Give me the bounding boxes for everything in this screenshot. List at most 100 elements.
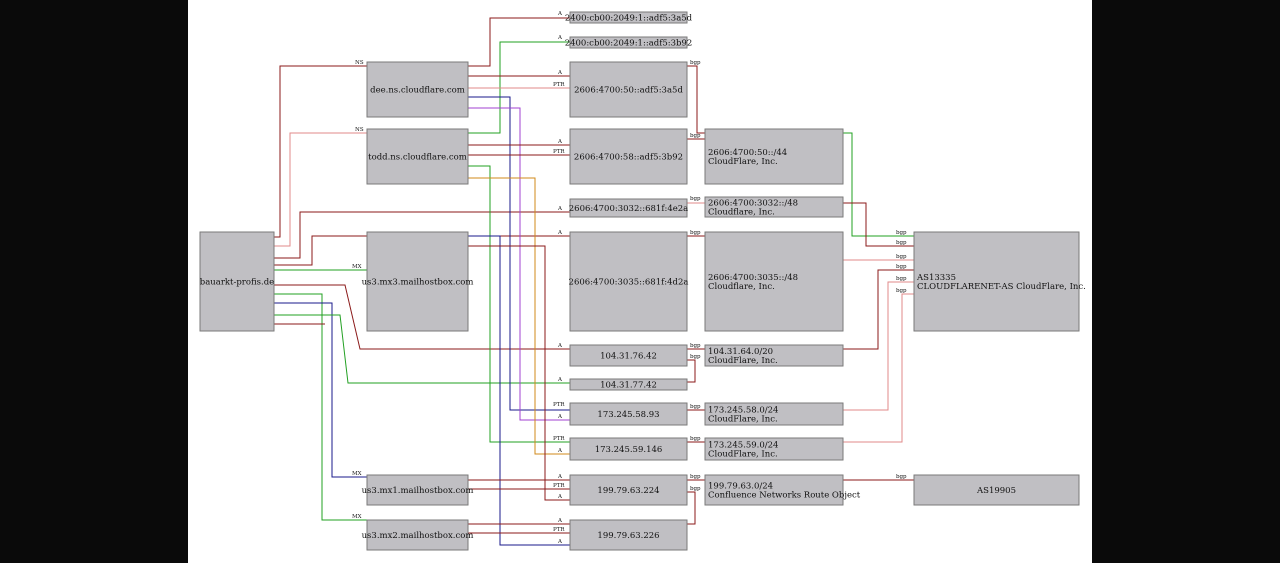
node-box-pfx_104 <box>704 344 844 367</box>
node-mx1[interactable]: us3.mx1.mailhostbox.com <box>362 474 474 506</box>
node-box-ip4_59146 <box>569 437 688 461</box>
edge-label-7: MX <box>352 471 362 477</box>
node-label-pfx_3035_l2: Cloudflare, Inc. <box>708 282 775 292</box>
node-label-ip6_dee: 2400:cb00:2049:1::adf5:3a5d <box>565 14 693 24</box>
node-ip4_226[interactable]: 199.79.63.226 <box>569 519 688 551</box>
node-label-ip4_76: 104.31.76.42 <box>600 352 657 362</box>
edge-6 <box>274 293 367 521</box>
edge-label-30: bgp <box>690 343 701 349</box>
node-ip6_4e2a[interactable]: 2606:4700:3032::681f:4e2a <box>569 198 689 218</box>
node-box-ip6_dee <box>569 11 688 24</box>
node-ip6_4d2a[interactable]: 2606:4700:3035::681f:4d2a <box>569 231 689 332</box>
node-ip4_224[interactable]: 199.79.63.224 <box>569 474 688 506</box>
edge-label-5: A <box>557 343 563 349</box>
node-label-ip4_59146: 173.245.59.146 <box>595 445 663 455</box>
node-domain[interactable]: bauarkt-profis.de <box>199 231 275 332</box>
edge-label-35: bgp <box>690 486 701 492</box>
node-label-mx1: us3.mx1.mailhostbox.com <box>362 486 474 496</box>
edge-label-13: PTR <box>553 82 565 88</box>
node-label-pfx_3032_l2: Cloudflare, Inc. <box>708 208 775 218</box>
node-mx2[interactable]: us3.mx2.mailhostbox.com <box>362 519 474 551</box>
node-box-domain <box>199 231 275 332</box>
node-as19905[interactable]: AS19905 <box>913 474 1080 506</box>
edge-label-3: A <box>557 230 563 236</box>
edge-label-42: bgp <box>896 474 907 480</box>
edge-label-34: bgp <box>690 474 701 480</box>
edge-label-14: PTR <box>553 402 565 408</box>
node-label-todd: todd.ns.cloudflare.com <box>368 153 467 163</box>
node-ip4_59146[interactable]: 173.245.59.146 <box>569 437 688 461</box>
node-label-pfx_199_l1: 199.79.63.0/24 <box>708 482 773 492</box>
edge-31 <box>687 359 696 383</box>
edge-label-39: bgp <box>896 264 907 270</box>
node-box-ip4_5893 <box>569 402 688 426</box>
edge-5 <box>274 284 570 350</box>
node-box-mx1 <box>366 474 469 506</box>
node-label-ip4_77: 104.31.77.42 <box>600 381 657 391</box>
edge-label-37: bgp <box>896 240 907 246</box>
node-box-ip4_76 <box>569 344 688 367</box>
node-box-as19905 <box>913 474 1080 506</box>
edge-0 <box>274 65 367 238</box>
edge-label-15: A <box>557 414 563 420</box>
node-label-pfx_104_l1: 104.31.64.0/20 <box>708 347 773 357</box>
node-ip6_dee[interactable]: 2400:cb00:2049:1::adf5:3a5d <box>565 11 693 24</box>
node-box-dee <box>366 61 469 118</box>
edge-label-19: A <box>557 448 563 454</box>
edge-label-2: A <box>557 206 563 212</box>
node-box-ip6_4e2a <box>569 198 688 218</box>
edge-37 <box>843 202 914 247</box>
edge-label-10: A <box>557 11 563 17</box>
edge-label-6: MX <box>352 514 362 520</box>
node-dee[interactable]: dee.ns.cloudflare.com <box>366 61 469 118</box>
edge-18 <box>468 165 570 443</box>
edge-40 <box>843 281 914 411</box>
node-box-ip4_77 <box>569 378 688 391</box>
node-ip4_5893[interactable]: 173.245.58.93 <box>569 402 688 426</box>
edge-label-23: PTR <box>553 483 565 489</box>
node-box-ip4_224 <box>569 474 688 506</box>
edge-14 <box>468 96 570 411</box>
edge-label-26: bgp <box>690 60 701 66</box>
node-label-ip6_todd: 2400:cb00:2049:1::adf5:3b92 <box>565 39 693 49</box>
node-box-mx3 <box>366 231 469 332</box>
node-label-ip6_4e2a: 2606:4700:3032::681f:4e2a <box>569 204 689 214</box>
edge-label-20: A <box>557 539 563 545</box>
node-ip4_77[interactable]: 104.31.77.42 <box>569 378 688 391</box>
node-label-ip4_226: 199.79.63.226 <box>597 531 659 541</box>
node-box-pfx_59 <box>704 437 844 461</box>
node-label-domain: bauarkt-profis.de <box>200 278 274 288</box>
node-ip4_76[interactable]: 104.31.76.42 <box>569 344 688 367</box>
node-box-pfx_199 <box>704 474 844 506</box>
node-label-pfx_59_l2: CloudFlare, Inc. <box>708 450 778 460</box>
edge-label-21: A <box>557 494 563 500</box>
node-ip6_todd[interactable]: 2400:cb00:2049:1::adf5:3b92 <box>565 36 693 49</box>
node-mx3[interactable]: us3.mx3.mailhostbox.com <box>362 231 474 332</box>
edge-label-16: A <box>557 139 563 145</box>
node-label-as13335_l1: AS13335 <box>916 273 956 283</box>
node-box-mx2 <box>366 519 469 551</box>
node-ip6_3a5d[interactable]: 2606:4700:50::adf5:3a5d <box>569 61 688 118</box>
edge-label-11: A <box>557 35 563 41</box>
node-label-ip4_5893: 173.245.58.93 <box>597 410 659 420</box>
edge-2 <box>274 211 570 259</box>
node-label-pfx_199_l2: Confluence Networks Route Object <box>708 491 861 501</box>
node-todd[interactable]: todd.ns.cloudflare.com <box>366 128 469 185</box>
node-label-pfx_50_l1: 2606:4700:50::/44 <box>708 148 787 158</box>
node-label-as19905: AS19905 <box>976 486 1016 496</box>
edge-label-17: PTR <box>553 149 565 155</box>
node-ip6_3b92[interactable]: 2606:4700:58::adf5:3b92 <box>569 128 688 185</box>
node-label-pfx_104_l2: CloudFlare, Inc. <box>708 356 778 366</box>
node-box-todd <box>366 128 469 185</box>
edge-label-24: A <box>557 518 563 524</box>
